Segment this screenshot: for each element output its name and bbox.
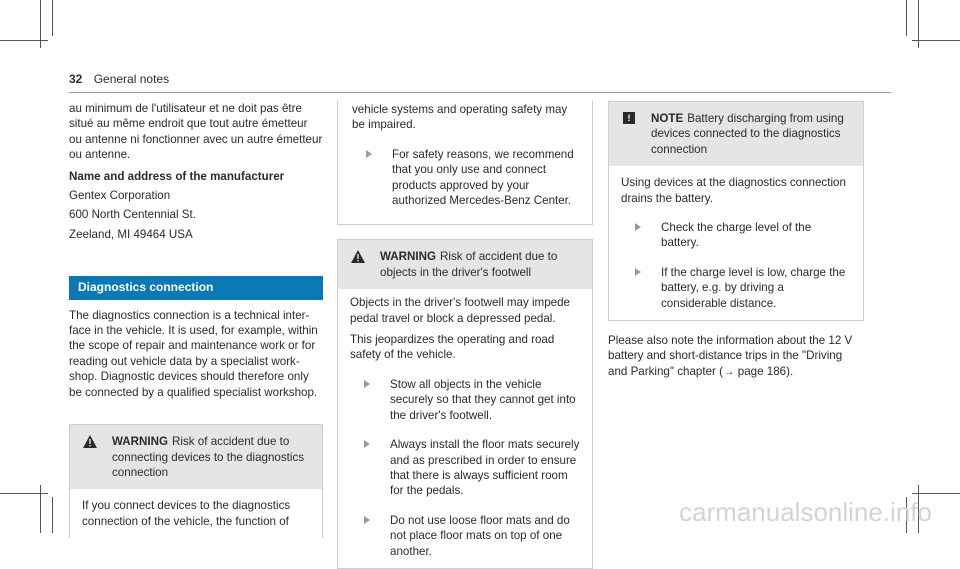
crop-mark [912, 40, 960, 41]
list-item: If the charge level is low, charge the b… [621, 265, 851, 311]
warning-triangle-icon [80, 434, 100, 449]
arrow-icon [635, 223, 643, 251]
section-title-bar: Diagnostics connection [69, 276, 323, 300]
column-1: au minimum de l'utilisateur et ne doit p… [69, 101, 323, 539]
warning-body: If you connect devices to the diagnostic… [70, 489, 322, 538]
warning-continuation: vehicle systems and operating safety may… [337, 100, 593, 226]
list-item-text: Check the charge level of the battery. [661, 221, 812, 250]
arrow-icon [635, 268, 643, 311]
warning-text: Objects in the driver's footwell may imp… [350, 296, 571, 325]
list-item: Do not use loose floor mats and do not p… [350, 513, 580, 559]
warning-text: This jeopardizes the operating and road … [350, 333, 555, 362]
arrow-icon [364, 516, 372, 559]
note-body: Using devices at the diagnostics connect… [609, 166, 863, 320]
warning-text: If you connect devices to the diagnostic… [82, 499, 291, 528]
arrow-icon [364, 440, 372, 499]
page-header: 32 General notes [69, 72, 169, 87]
note-title: Battery discharging from using devices c… [651, 112, 844, 156]
warning-title: Risk of accident due to objects in the d… [380, 250, 558, 279]
column-2: vehicle systems and operating safety may… [337, 100, 593, 569]
crop-mark [0, 40, 48, 41]
list-item: Check the charge level of the battery. [621, 220, 851, 251]
crop-mark [918, 0, 919, 48]
list-item-text: If the charge level is low, charge the b… [661, 265, 846, 310]
page-number: 32 [69, 72, 83, 86]
watermark: carmanualsonline.info [679, 497, 932, 527]
continuation-text: vehicle systems and operating safety may… [352, 103, 568, 132]
crop-mark [40, 485, 41, 533]
arrow-icon [366, 150, 374, 209]
list-item: Stow all objects in the vehicle securely… [350, 377, 580, 423]
warning-title: Risk of accident due to con­necting devi… [112, 435, 305, 479]
section-text: The diagnostics connection is a technica… [69, 308, 318, 399]
note-text: Using devices at the diagnostics connect… [621, 176, 846, 205]
list-item-text: Always install the floor mats securely a… [390, 438, 580, 498]
manufacturer-heading: Name and address of the manufacturer [69, 169, 285, 183]
crop-mark [40, 0, 41, 48]
crop-mark [912, 493, 960, 494]
cross-reference-text: Please also note the information about t… [608, 334, 853, 378]
warning-body: Objects in the driver's footwell may imp… [338, 289, 592, 568]
manufacturer-line: Zeeland, MI 49464 USA [69, 227, 193, 241]
manufacturer-line: 600 North Centennial St. [69, 208, 196, 222]
manufacturer-line: Gentex Corporation [69, 189, 171, 203]
warning-triangle-icon [348, 249, 368, 264]
intro-text: au minimum de l'utilisateur et ne doit p… [69, 102, 323, 162]
arrow-icon [364, 380, 372, 423]
page-title: General notes [93, 72, 170, 86]
list-item-text: For safety reasons, we recommend that yo… [392, 147, 574, 208]
crop-mark [0, 493, 48, 494]
list-item-text: Stow all objects in the vehicle securely… [390, 377, 576, 422]
crop-mark [906, 0, 907, 36]
crop-mark [52, 0, 53, 36]
crop-mark [918, 485, 919, 533]
exclamation-square-icon: ! [619, 111, 639, 124]
warning-label: WARNING [380, 250, 437, 264]
list-item: Always install the floor mats securely a… [350, 437, 580, 499]
note-label: NOTE [651, 112, 684, 125]
list-item: For safety reasons, we recommend that yo… [352, 147, 580, 209]
list-item-text: Do not use loose floor mats and do not p… [390, 513, 570, 558]
header-rule [69, 92, 891, 93]
warning-label: WARNING [112, 435, 169, 449]
crop-mark [52, 497, 53, 533]
crop-mark [906, 497, 907, 533]
